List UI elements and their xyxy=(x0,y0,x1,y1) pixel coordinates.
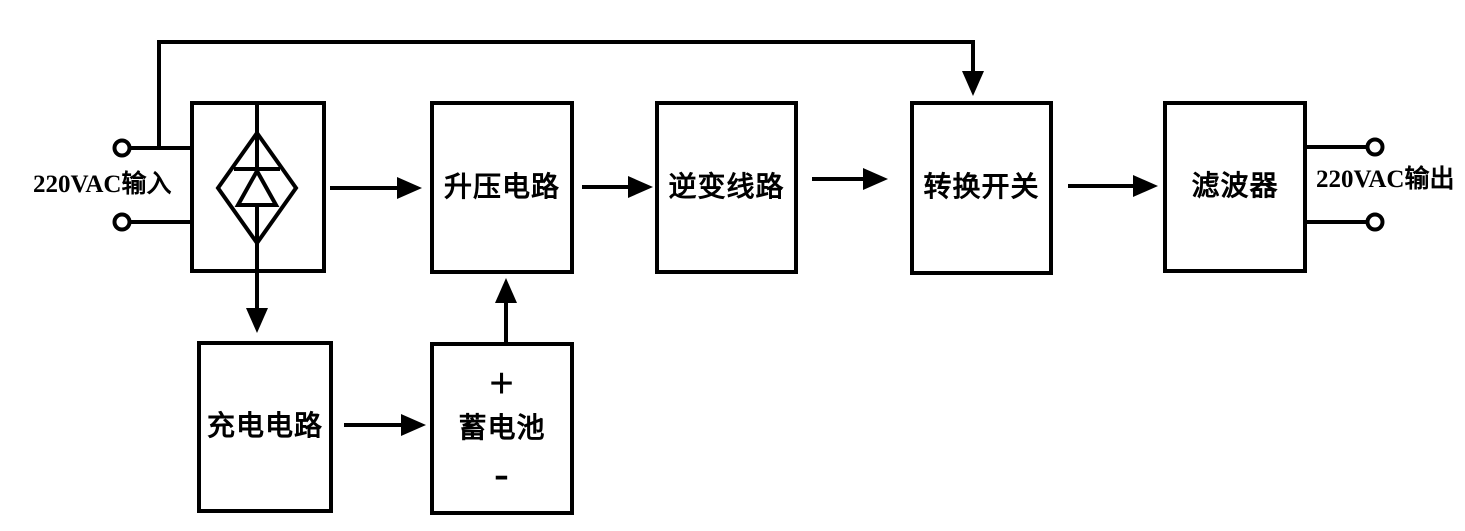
block-transfer-switch: 转换开关 xyxy=(910,101,1053,275)
block-filter: 滤波器 xyxy=(1163,101,1307,273)
arrowhead-boost-inverter xyxy=(628,176,653,198)
arrowhead-rectifier-boost xyxy=(397,177,422,199)
block-label: 滤波器 xyxy=(1191,171,1279,202)
battery-minus-sign: - xyxy=(494,449,510,499)
arrowhead-battery-boost xyxy=(495,278,517,303)
block-label: 转换开关 xyxy=(923,172,1040,203)
block-battery: + 蓄电池 - xyxy=(430,342,574,515)
bypass-line xyxy=(157,40,975,148)
output-terminal-bottom-icon xyxy=(1365,212,1385,232)
block-label: 充电电路 xyxy=(206,411,323,442)
output-terminal-top-icon xyxy=(1365,137,1385,157)
block-boost-circuit: 升压电路 xyxy=(430,101,574,274)
block-inverter-circuit: 逆变线路 xyxy=(655,101,798,274)
block-label: 升压电路 xyxy=(443,171,560,203)
arrowhead-switch-filter xyxy=(1133,175,1158,197)
input-terminal-top-icon xyxy=(112,138,132,158)
diode-bridge-icon xyxy=(215,105,299,269)
arrowhead-charger-battery xyxy=(401,414,426,436)
block-label: 蓄电池 xyxy=(458,412,546,444)
output-label: 220VAC输出 xyxy=(1316,166,1455,193)
arrowhead-rectifier-charger xyxy=(246,308,268,333)
battery-plus-sign: + xyxy=(488,358,516,408)
input-label: 220VAC输入 xyxy=(33,171,172,198)
block-label: 逆变线路 xyxy=(668,171,785,203)
input-terminal-bottom-icon xyxy=(112,212,132,232)
arrowhead-inverter-switch xyxy=(863,168,888,190)
block-charging-circuit: 充电电路 xyxy=(197,341,333,513)
arrowhead-bypass-into-switch xyxy=(962,71,984,96)
rectifier-block xyxy=(190,101,326,273)
